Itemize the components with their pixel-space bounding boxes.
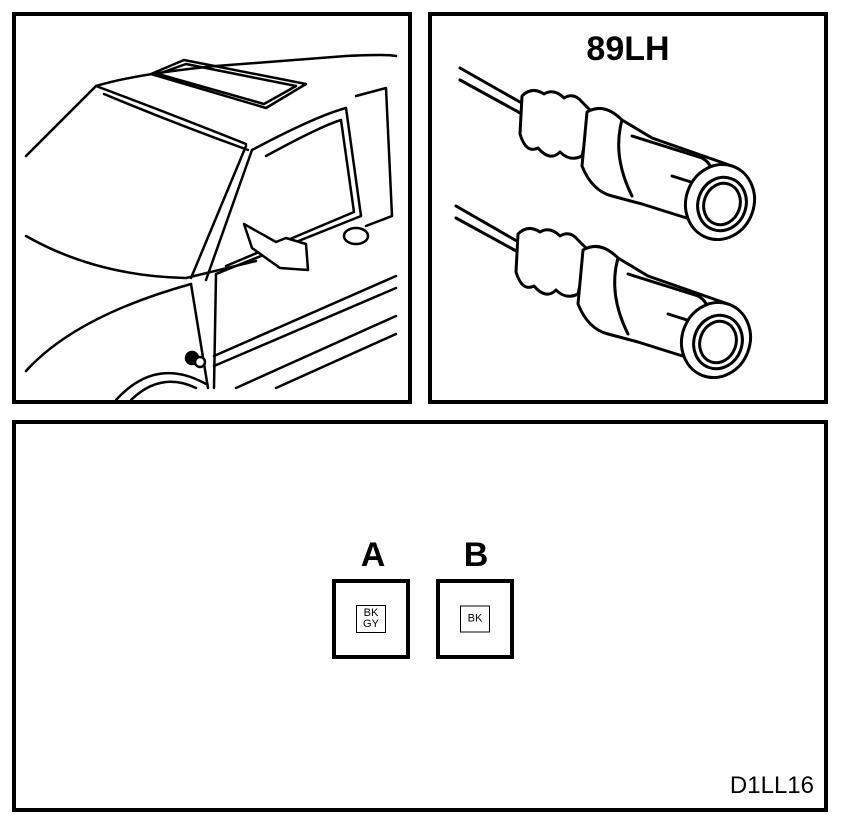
vehicle-illustration [24, 53, 398, 400]
terminal-a-color-2: GY [363, 618, 379, 630]
connector-plug-upper [458, 66, 756, 242]
terminal-a-cavity: BK GY [332, 579, 410, 659]
vehicle-location-panel [12, 12, 412, 404]
terminal-b-cavity: BK [436, 579, 514, 659]
terminal-b-color-1: BK [467, 612, 483, 625]
connector-title: 89LH [586, 30, 670, 68]
connector-plug-lower [454, 204, 752, 380]
connector-illustration [454, 66, 756, 380]
terminal-b-wire-label: BK [460, 605, 490, 633]
terminal-view-panel: A BK GY B BK D1LL16 [12, 420, 828, 812]
terminal-a-letter: A [360, 536, 386, 574]
connector-view-panel: 89LH [428, 12, 828, 404]
terminal-a-wire-label: BK GY [356, 605, 386, 633]
terminal-a-color-1: BK [363, 607, 379, 619]
terminal-b-letter: B [463, 536, 489, 574]
diagram-id-label: D1LL16 [729, 772, 814, 799]
